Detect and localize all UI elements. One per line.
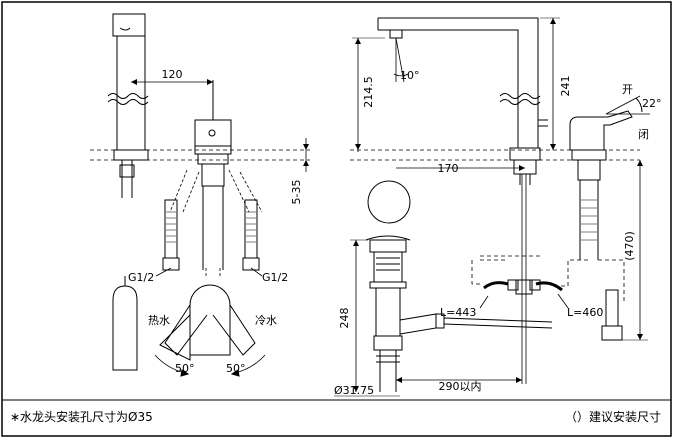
hoses-left (169, 169, 263, 278)
label-hot-water: 热水 (148, 314, 170, 327)
thread-labels: G1/2 G1/2 (128, 267, 288, 284)
dim-248-text: 248 (338, 308, 351, 329)
label-close: 闭 (638, 128, 649, 141)
rotation-diagram (154, 284, 266, 377)
faucet-front-view-right (377, 17, 548, 185)
handle-icon (112, 276, 138, 371)
thread-label-left: G1/2 (128, 271, 154, 284)
lever-angle-text: 22° (642, 97, 662, 110)
dim-241: 241 (540, 17, 572, 150)
dim-170-text: 170 (438, 162, 459, 175)
label-cold-water: 冷水 (255, 314, 277, 327)
dim-120-text: 120 (162, 68, 183, 81)
dim-470: (470) (620, 160, 648, 341)
hoses-right (471, 255, 625, 302)
angle-left: 50° (175, 362, 195, 375)
thread-label-right: G1/2 (262, 271, 288, 284)
hose-length-right-text: L=460 (567, 306, 603, 319)
drain-rod (515, 174, 533, 384)
drain-diameter-text: Ø31.75 (334, 384, 374, 397)
dim-5-35: 5-35 (290, 138, 309, 204)
dim-5-35-text: 5-35 (290, 180, 303, 205)
dim-290-text: 290以内 (439, 379, 482, 393)
spout-angle-text: 10° (400, 69, 420, 82)
dim-214-5: 214.5 (352, 37, 385, 152)
hose-length-left-text: L=443 (440, 306, 476, 319)
aerator-circle (367, 180, 411, 224)
hose-pipes-left (162, 199, 260, 271)
dim-470-text: (470) (623, 231, 636, 261)
spout-angle (393, 37, 409, 83)
hose-length-labels: L=443 L=460 (440, 293, 603, 319)
dim-120: 120 (131, 68, 213, 85)
faucet-side-view-left (107, 13, 232, 270)
dim-170: 170 (396, 162, 525, 175)
note-install-hole: ∗水龙头安装孔尺寸为Ø35 (10, 410, 153, 424)
dim-241-text: 241 (559, 76, 572, 97)
dim-248: 248 (338, 239, 368, 392)
braided-hoses (483, 279, 623, 341)
angle-right: 50° (226, 362, 246, 375)
dim-214-5-text: 214.5 (362, 76, 375, 108)
label-open: 开 (622, 83, 633, 96)
dim-290: 290以内 (396, 377, 522, 393)
dim-drain-diameter: Ø31.75 (334, 384, 400, 397)
note-suggested-size: （）建议安装尺寸 (564, 410, 661, 424)
lever-body (569, 95, 650, 260)
popup-drain (365, 235, 553, 392)
